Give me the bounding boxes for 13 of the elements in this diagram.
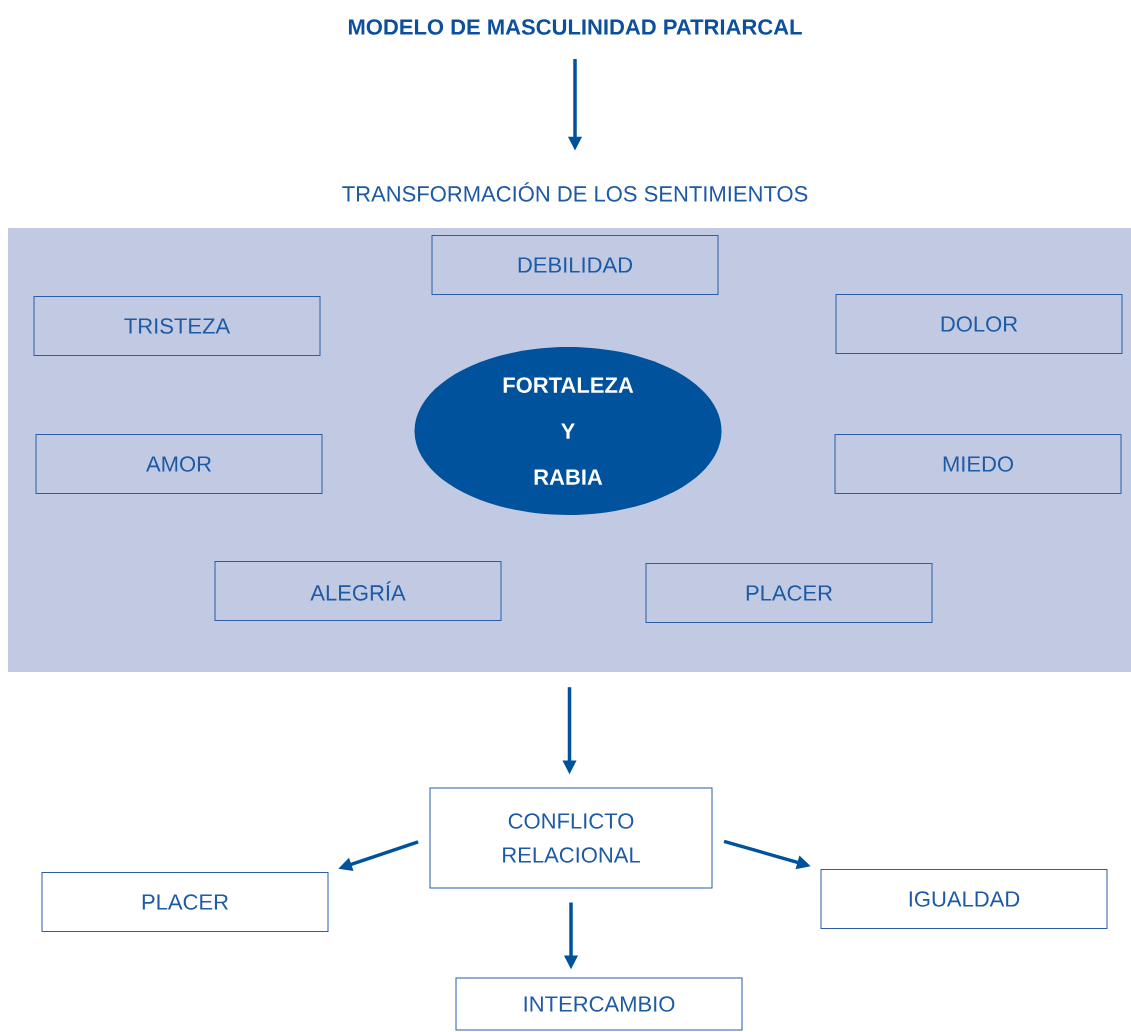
feeling-box: DOLOR <box>835 294 1123 354</box>
feeling-box: DEBILIDAD <box>431 235 719 295</box>
feeling-box: MIEDO <box>834 434 1122 494</box>
feeling-box: AMOR <box>35 434 323 494</box>
feeling-box: TRISTEZA <box>33 296 321 356</box>
title-text: MODELO DE MASCULINIDAD PATRIARCAL <box>348 19 802 35</box>
feeling-box: ALEGRÍA <box>214 561 502 621</box>
panel-heading: TRANSFORMACIÓN DE LOS SENTIMIENTOS <box>342 182 808 202</box>
feeling-box: IGUALDAD <box>820 869 1108 929</box>
feeling-box: INTERCAMBIO <box>455 977 743 1031</box>
feeling-box: PLACER <box>41 872 329 932</box>
feeling-box: CONFLICTO RELACIONAL <box>429 787 713 889</box>
feeling-box: PLACER <box>645 563 933 623</box>
